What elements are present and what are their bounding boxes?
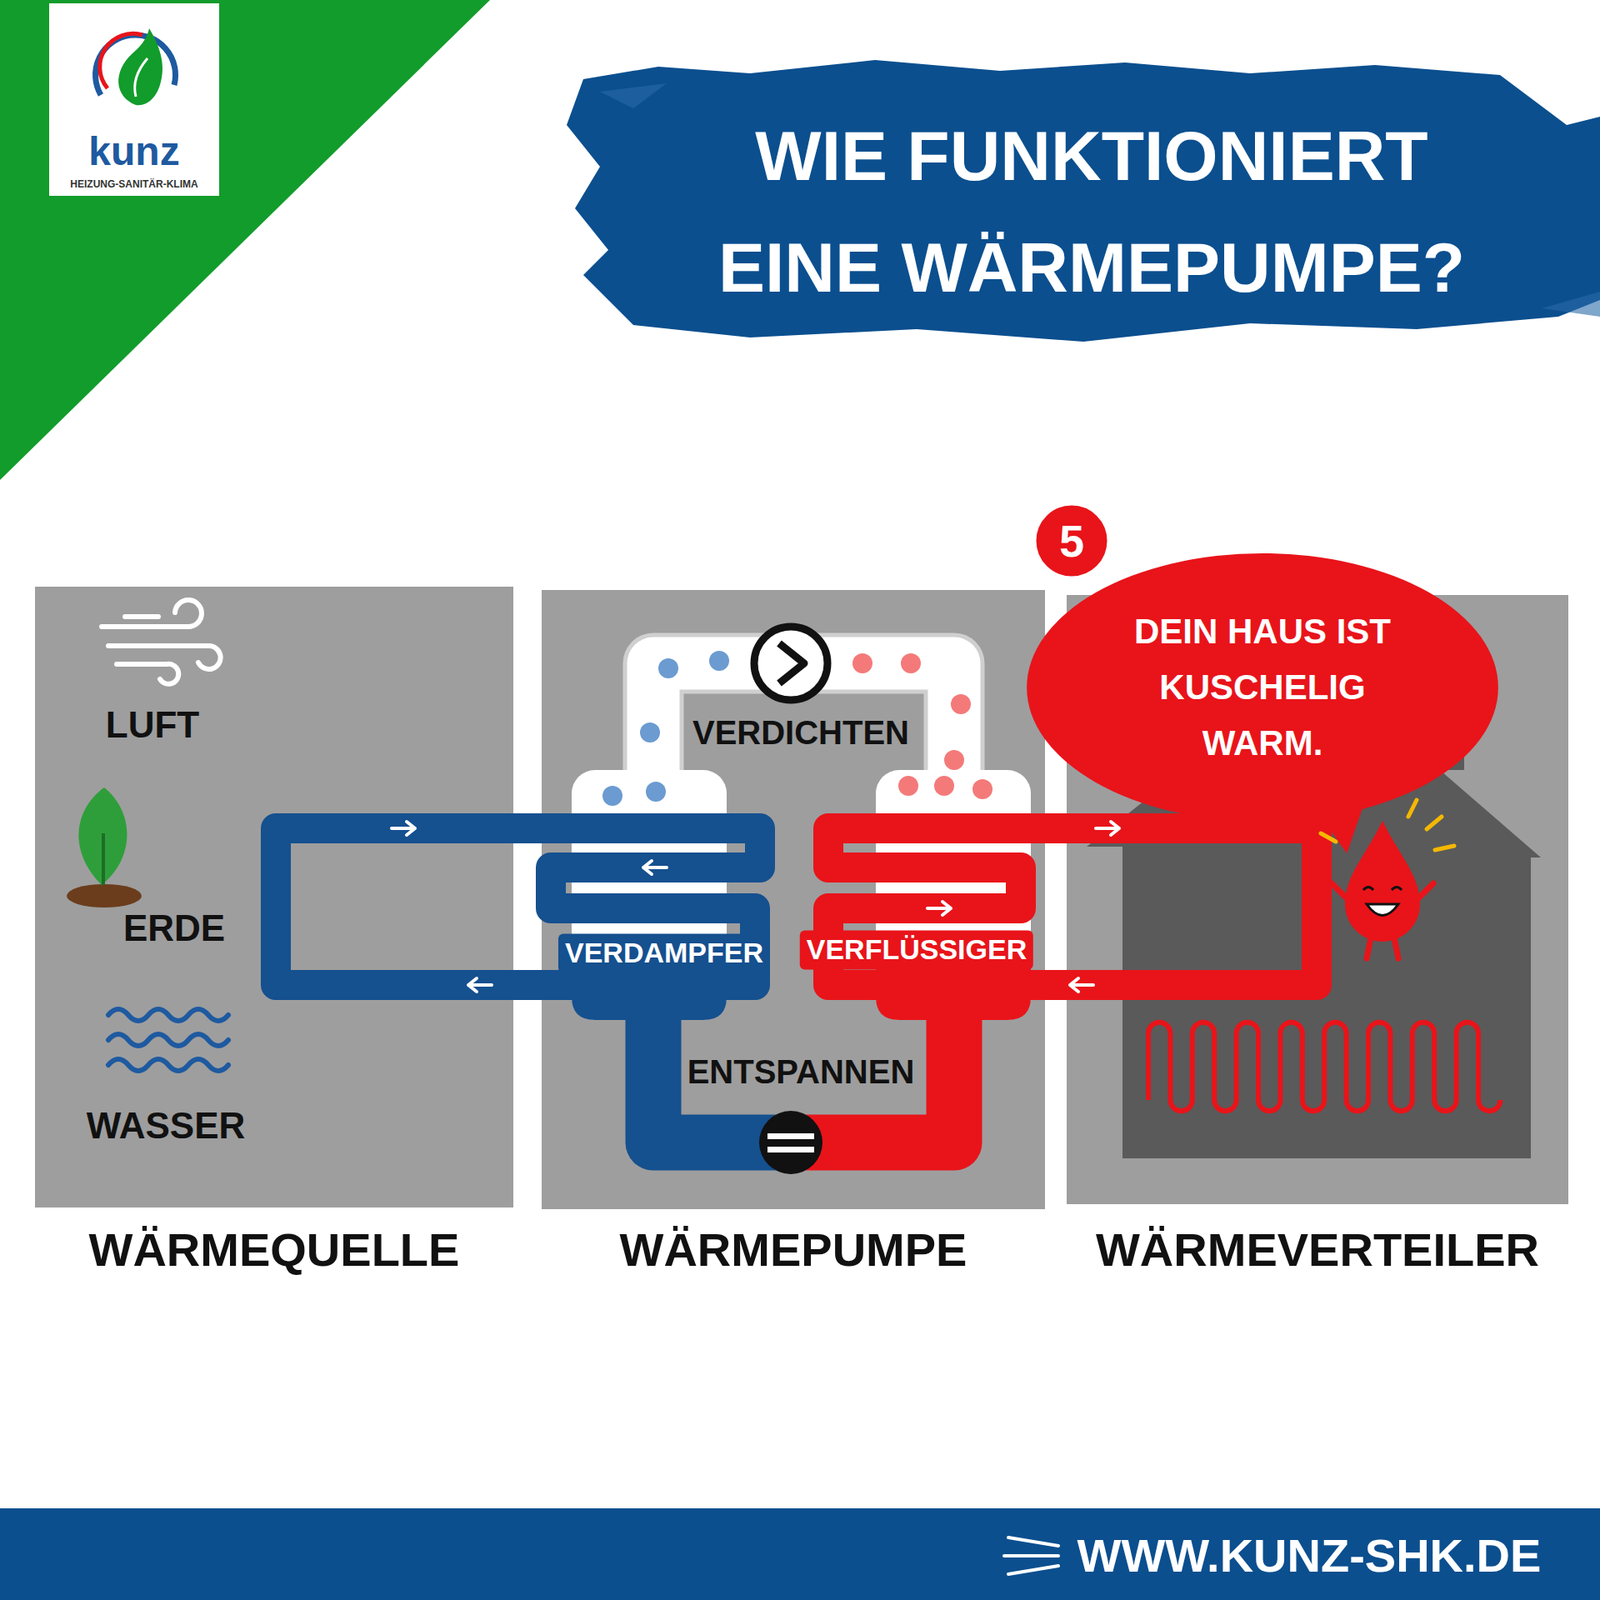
footer-band bbox=[1008, 1565, 1059, 1575]
footer-band bbox=[1004, 1537, 1059, 1575]
green-corner bbox=[0, 0, 490, 480]
logo-emblem bbox=[135, 58, 148, 97]
refrigerant-circuit bbox=[852, 653, 873, 674]
flow-arrow bbox=[643, 860, 667, 875]
refrigerant-circuit bbox=[898, 775, 919, 796]
wind-icon bbox=[116, 664, 179, 685]
refrigerant-circuit bbox=[602, 785, 623, 806]
drop-mascot bbox=[1345, 820, 1420, 942]
heat-pump-panel-text: VERDAMPFER bbox=[558, 933, 770, 973]
heat-source-panel-text: ERDE bbox=[123, 907, 225, 950]
compressor-symbol bbox=[779, 643, 805, 684]
drop-mascot bbox=[1366, 904, 1399, 916]
callout-number-text: 5 bbox=[1059, 515, 1085, 567]
heat-pump-panel-text: ENTSPANNEN bbox=[687, 1052, 915, 1091]
footer-band bbox=[1004, 1554, 1059, 1558]
plant-icon bbox=[78, 787, 127, 885]
water-icon bbox=[108, 1059, 229, 1071]
floor-heating-coil bbox=[1148, 1022, 1500, 1111]
expansion-valve-symbol bbox=[767, 1133, 815, 1140]
heat-source-panel: LUFTERDEWASSERWÄRMEQUELLE bbox=[35, 586, 514, 1208]
heat-pump-panel: VERDICHTEN VERDAMPFER VERFLÜSSIGER ENTSPANN… bbox=[541, 590, 1045, 1210]
floor-heating-coil bbox=[1148, 1022, 1500, 1111]
refrigerant-circuit bbox=[645, 781, 666, 802]
refrigerant-circuit bbox=[640, 722, 660, 743]
refrigerant-circuit bbox=[934, 775, 955, 796]
water-icon bbox=[108, 1009, 229, 1071]
drop-mascot bbox=[1435, 845, 1455, 850]
title-brush bbox=[566, 60, 1600, 342]
title-brush bbox=[566, 60, 1600, 342]
page-title: WIE FUNKTIONIERT EINE WÄRMEPUMPE? bbox=[675, 100, 1509, 324]
refrigerant-circuit bbox=[944, 750, 965, 770]
callout-circle bbox=[1035, 504, 1109, 578]
refrigerant-circuit bbox=[950, 694, 971, 715]
footer-band: WWW.KUNZ-SHK.DE bbox=[0, 1508, 1600, 1600]
refrigerant-circuit bbox=[900, 653, 921, 674]
flow-arrow bbox=[391, 821, 415, 835]
refrigerant-circuit bbox=[972, 779, 993, 800]
refrigerant-circuit bbox=[709, 650, 730, 671]
drop-mascot bbox=[1408, 800, 1417, 817]
panel-ground bbox=[35, 586, 1569, 1210]
footer-band bbox=[1008, 1537, 1059, 1546]
speech-bubble-shape bbox=[1026, 553, 1499, 822]
heat-source-panel-text: LUFT bbox=[105, 704, 200, 747]
wind-icon bbox=[101, 600, 221, 685]
expansion-valve-symbol bbox=[767, 1146, 815, 1153]
flow-arrow bbox=[468, 978, 492, 992]
drop-mascot bbox=[1394, 937, 1399, 959]
footer-band-text: WWW.KUNZ-SHK.DE bbox=[1077, 1529, 1542, 1583]
footer-band bbox=[0, 1508, 1600, 1600]
flow-arrow bbox=[1095, 821, 1120, 835]
green-corner bbox=[0, 0, 490, 480]
logo-emblem bbox=[118, 28, 163, 105]
callout-number: 5 bbox=[1033, 502, 1110, 580]
heat-source-panel-text: WASSER bbox=[86, 1105, 246, 1148]
flow-arrow bbox=[391, 821, 1120, 992]
heat-source-panel-text: WÄRMEQUELLE bbox=[89, 1223, 460, 1277]
flow-arrow bbox=[1070, 978, 1094, 992]
heat-pump-panel-text: WÄRMEPUMPE bbox=[620, 1223, 968, 1277]
logo-emblem bbox=[95, 28, 176, 105]
water-icon bbox=[108, 1034, 229, 1046]
plant-icon bbox=[101, 833, 105, 885]
compressor-symbol bbox=[754, 626, 828, 700]
drop-mascot bbox=[1366, 937, 1371, 959]
title-brush bbox=[600, 83, 667, 109]
title-brush bbox=[1541, 291, 1600, 317]
refrigerant-circuit bbox=[658, 658, 679, 679]
heat-pump-panel-text: VERFLÜSSIGER bbox=[800, 930, 1034, 970]
footer-band bbox=[0, 1508, 1600, 1600]
heat-distribution-panel-text: WÄRMEVERTEILER bbox=[1095, 1223, 1540, 1277]
logo-box-text: kunz bbox=[88, 128, 180, 175]
expansion-valve-symbol bbox=[759, 1110, 823, 1175]
expansion-valve-symbol bbox=[759, 1110, 823, 1175]
logo-box: kunzHEIZUNG-SANITÄR-KLIMA bbox=[49, 3, 220, 196]
speech-bubble: DEIN HAUS IST KUSCHELIG WARM. bbox=[1070, 579, 1455, 830]
plant-icon bbox=[66, 884, 142, 908]
logo-box-text: HEIZUNG-SANITÄR-KLIMA bbox=[70, 179, 198, 191]
plant-icon bbox=[66, 787, 142, 908]
compressor-symbol bbox=[754, 626, 828, 700]
flow-arrow bbox=[927, 901, 951, 915]
drop-mascot bbox=[1426, 816, 1442, 830]
heat-pump-panel-text: VERDICHTEN bbox=[692, 713, 910, 752]
wind-icon bbox=[101, 600, 202, 627]
water-icon bbox=[108, 1009, 229, 1021]
wind-icon bbox=[125, 614, 159, 620]
drop-mascot bbox=[1363, 887, 1402, 891]
speech-bubble-text: DEIN HAUS IST KUSCHELIG WARM. bbox=[1112, 603, 1413, 772]
